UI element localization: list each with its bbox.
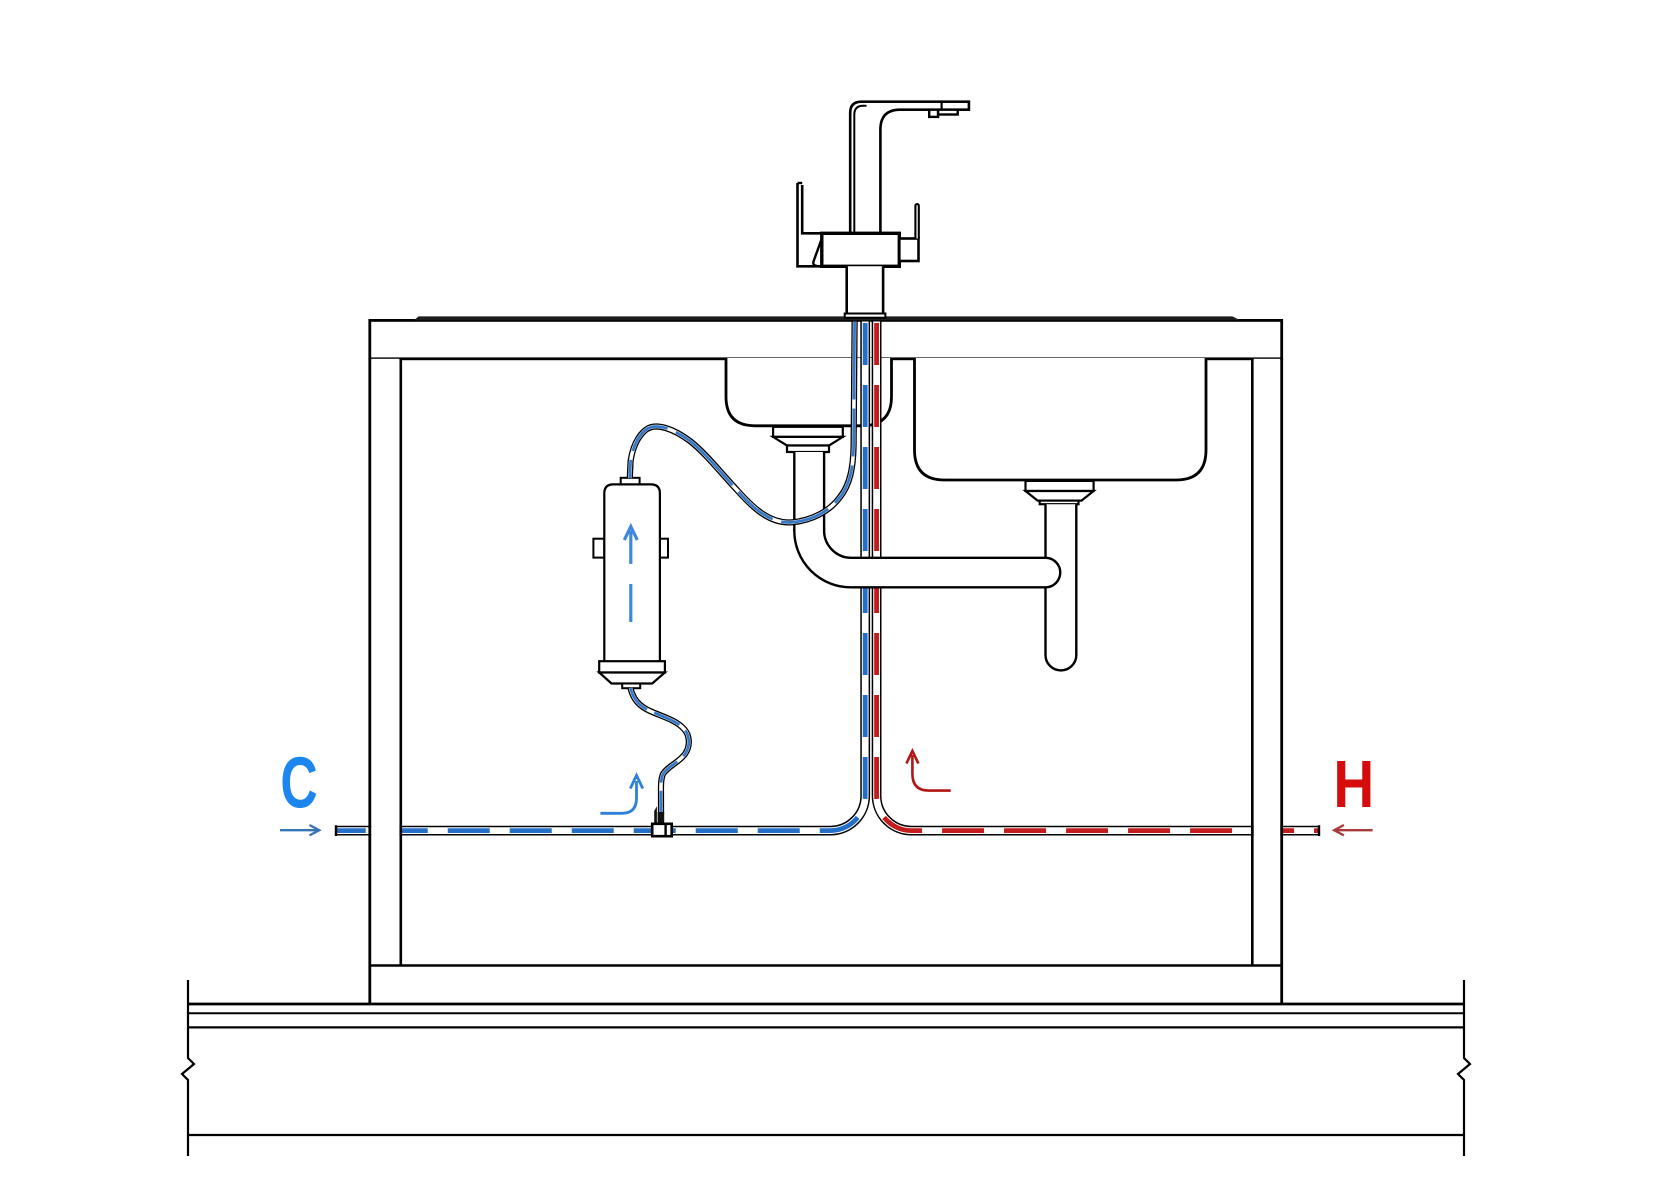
svg-text:C: C [280, 743, 317, 823]
svg-text:H: H [1333, 747, 1374, 822]
